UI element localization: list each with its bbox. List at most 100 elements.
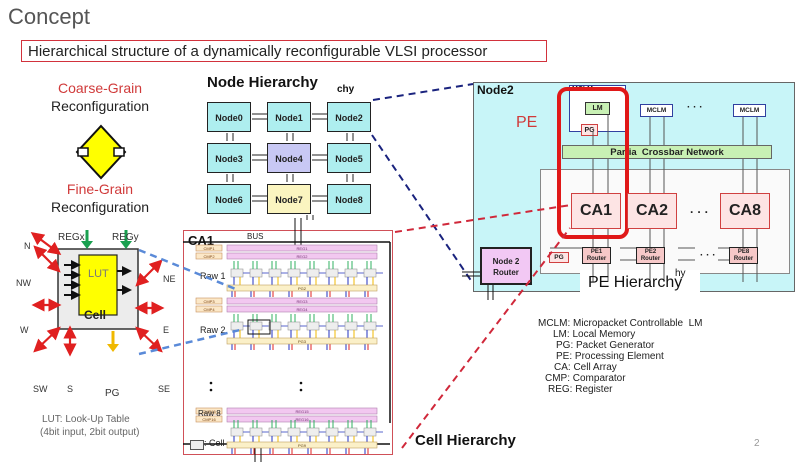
reg-bar xyxy=(226,407,378,415)
cell-block xyxy=(306,427,320,437)
node-hierarchy-ghost: chy xyxy=(337,84,355,95)
input-regy: REGy xyxy=(112,232,139,243)
slide-title: Concept xyxy=(8,4,90,29)
pg-label: PG3 xyxy=(298,339,307,344)
ca1-label: CA1 xyxy=(188,233,215,248)
dir-s: S xyxy=(67,384,74,394)
dir-e: E xyxy=(163,325,170,335)
legend-item: PE: Processing Element xyxy=(556,351,664,362)
cell-block xyxy=(230,321,244,331)
cell-array-ca2: CA2 xyxy=(627,193,677,229)
row-label-1: Raw 1 xyxy=(200,271,226,281)
cell-hierarchy-title: Cell Hierarchy xyxy=(415,432,516,449)
cmp-box xyxy=(195,297,223,305)
legend-item: PG: Packet Generator xyxy=(556,340,655,351)
cell-block xyxy=(268,268,282,278)
cell-block xyxy=(287,268,301,278)
cell-block xyxy=(363,427,377,437)
cmp-label: CMP1 xyxy=(203,246,215,251)
cell-block xyxy=(344,427,358,437)
reg-label: REG2 xyxy=(297,254,309,259)
bus-label: BUS xyxy=(247,232,264,241)
reg-bar xyxy=(226,297,378,305)
cell-block xyxy=(249,321,263,331)
pe-label: PE xyxy=(516,114,538,131)
cell-block xyxy=(306,321,320,331)
mclm-2: MCLM xyxy=(640,104,673,117)
node2-router-line1: Node 2 xyxy=(492,257,520,266)
cell-label: Cell xyxy=(84,308,107,322)
node2-router: Node 2 Router xyxy=(480,247,532,285)
highlighted-cell xyxy=(247,319,271,335)
cell-block xyxy=(344,321,358,331)
pg-label: PG9 xyxy=(298,443,307,448)
cell-block xyxy=(230,268,244,278)
input-regx: REGx xyxy=(58,232,85,243)
double-arrow-icon xyxy=(75,124,127,180)
node-1: Node1 xyxy=(267,102,311,132)
dir-sw: SW xyxy=(33,384,48,394)
lm-box: LM xyxy=(585,102,610,115)
node-7: Node7 xyxy=(267,184,311,214)
dir-ne: NE xyxy=(163,274,176,284)
router-pg-box: PG xyxy=(549,252,569,263)
pg-bar xyxy=(226,441,378,449)
reg-label: REG3 xyxy=(297,299,309,304)
reg-label: REG4 xyxy=(297,307,309,312)
cell-legend-label: : Cell xyxy=(204,438,225,448)
pe8-router-line1: PE8 xyxy=(737,249,750,255)
pe-highlight-frame xyxy=(557,87,629,239)
cmp-box xyxy=(195,305,223,313)
connector-node2-top xyxy=(372,83,474,101)
cell-block xyxy=(287,321,301,331)
cmp-label: CMP16 xyxy=(202,417,216,422)
cell-array-ca1: CA1 xyxy=(571,193,621,229)
lut-note-1: LUT: Look-Up Table xyxy=(42,414,130,425)
cmp-label: CMP2 xyxy=(203,254,215,259)
node2-label: Node2 xyxy=(477,83,514,97)
legend-item: MCLM: Micropacket Controllable LM xyxy=(538,318,703,329)
row-label-2: Raw 2 xyxy=(200,325,226,335)
ellipsis-dot xyxy=(299,388,303,392)
legend-item: CMP: Comparator xyxy=(545,373,626,384)
slide-subtitle: Hierarchical structure of a dynamically … xyxy=(21,40,547,62)
cell-block xyxy=(325,268,339,278)
dir-w: W xyxy=(20,325,29,335)
pg-label: PG2 xyxy=(298,286,307,291)
dir-nw: NW xyxy=(16,278,31,288)
node2-router-line2: Router xyxy=(493,268,519,277)
page-number: 2 xyxy=(754,438,760,449)
router-ellipsis: · · · xyxy=(700,250,716,261)
reg-bar xyxy=(226,415,378,423)
reg-label: REG16 xyxy=(295,417,309,422)
cmp-label: CMP3 xyxy=(203,299,215,304)
lut-note-2: (4bit input, 2bit output) xyxy=(40,427,140,438)
cmp-box xyxy=(195,415,223,423)
pe-title-bg xyxy=(580,270,700,298)
cell-block xyxy=(268,427,282,437)
cell-block xyxy=(306,268,320,278)
lut-label: LUT xyxy=(88,268,109,280)
crossbar-network: Partia Crossbar Network xyxy=(562,145,772,159)
cell-block xyxy=(344,268,358,278)
output-pg: PG xyxy=(105,388,120,399)
coarse-grain-sub: Reconfiguration xyxy=(50,98,150,114)
node-2: Node2 xyxy=(327,102,371,132)
legend-item: LM: Local Memory xyxy=(553,329,636,340)
cell-array-ca8: CA8 xyxy=(720,193,770,229)
legend-item: REG: Register xyxy=(548,384,613,395)
cmp-label: CMP4 xyxy=(203,307,215,312)
cell-block xyxy=(363,321,377,331)
node-5: Node5 xyxy=(327,143,371,173)
row-label-8: Raw 8 xyxy=(198,409,221,418)
node-hierarchy-title: Node Hierarchy xyxy=(207,74,318,91)
pe8-router-line2: Router xyxy=(733,256,754,262)
cmp-box xyxy=(195,407,223,415)
mclm-8: MCLM xyxy=(733,104,766,117)
pe-hierarchy-title: PE Hierarchy xyxy=(588,274,683,291)
node-3: Node3 xyxy=(207,143,251,173)
